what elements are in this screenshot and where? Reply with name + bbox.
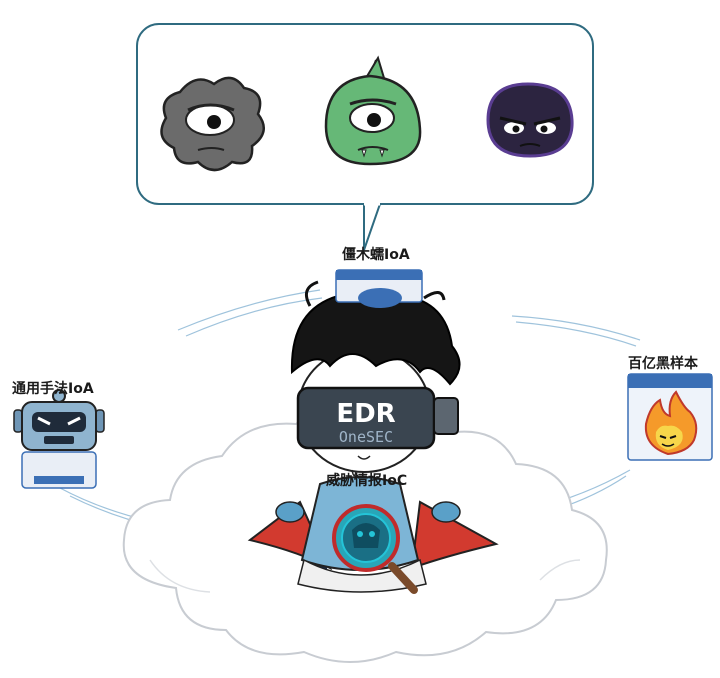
edr-goggles: EDR OneSEC [296,386,459,450]
zombie-ioa-panel [335,269,423,308]
billion-black-samples-label: 百亿黑样本 [628,356,698,372]
green-horned-monster-icon [324,55,422,166]
general-technique-ioa-label: 通用手法IoA [12,381,94,397]
dark-purple-monster-icon [486,82,574,158]
threat-intel-ioc-label: 威胁情报IoC [326,473,408,489]
fire-icon [627,373,713,461]
goggles-brand-text: EDR [336,399,395,429]
gray-gear-monster-icon [160,76,265,172]
goggles-product-text: OneSEC [339,428,393,446]
robot-icon [13,389,105,489]
magnifier-skull-icon [332,504,418,594]
zombie-ioa-label: 僵木蠕IoA [342,247,410,263]
